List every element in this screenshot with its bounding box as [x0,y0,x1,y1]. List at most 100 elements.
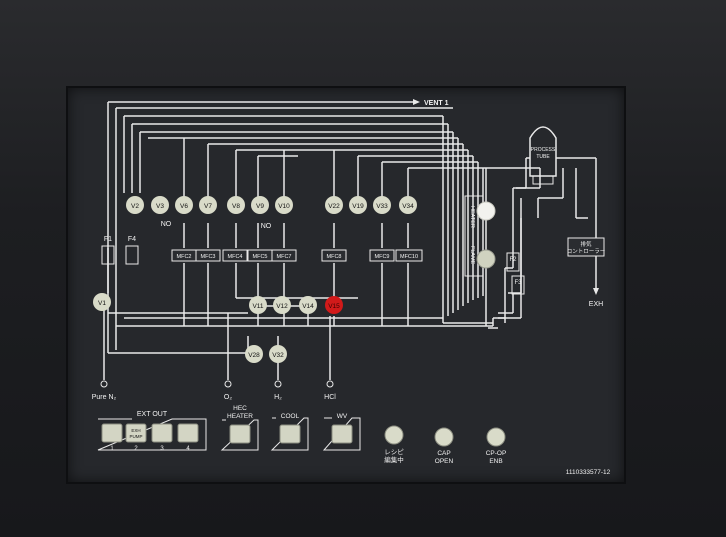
valve-v6[interactable] [175,196,193,214]
filter-f3-label: F3 [514,280,522,286]
valve-v9[interactable] [251,196,269,214]
mfc9-label: MFC9 [375,254,390,260]
valve-v3[interactable] [151,196,169,214]
serial-number: 1110333577-12 [566,469,611,476]
cap-label-1: CAP [437,450,450,457]
valve-v11[interactable] [249,296,267,314]
gas-inlets: Pure N₂ O₂ H₂ HCl [92,380,336,401]
cap-label-2: OPEN [435,458,454,465]
hec-heater-button[interactable] [229,424,251,444]
mfc5-label: MFC5 [253,254,268,260]
valve-v7[interactable] [199,196,217,214]
hec-label-1: HEC [233,405,247,412]
recipe-label-2: 編集中 [384,455,404,464]
ext-out-button-2[interactable] [125,423,147,443]
mfc10-label: MFC10 [400,254,418,260]
filter-f2 [506,252,520,272]
status-lamps: レシピ 編集中 CAP OPEN CP-OP ENB [384,425,507,465]
mfc4-label: MFC4 [228,254,243,260]
ext-out-button-4[interactable] [177,423,199,443]
filter-f2-label: F2 [509,257,517,263]
process-tube-icon [529,126,557,177]
valve-v12[interactable] [273,296,291,314]
ext-out-button-1[interactable] [101,423,123,443]
valve-v8[interactable] [227,196,245,214]
process-tube-label-2: TUBE [536,154,550,160]
wv-button[interactable] [331,424,353,444]
valve-v15[interactable] [325,296,343,314]
ext-out-frame [97,418,207,451]
pump-label-1: EXH [131,428,140,433]
flame-lamp [476,249,496,269]
mfc7-box [271,249,297,262]
cpop-label-1: CP-OP [486,450,507,457]
inlet-h2 [274,380,282,388]
mfc4-box [222,249,248,262]
valve-v1-label: V1 [98,300,106,307]
inlet-n2-label: Pure N₂ [92,394,117,401]
inlet-o2 [224,380,232,388]
ext-out-group: EXT OUT 1 EXH PUMP 2 3 4 [97,411,207,452]
top-valves: V2 V3 V6 V7 V8 V9 V10 V22 V19 V33 [126,196,417,214]
controller-label-2: コントローラー [567,248,606,255]
valve-v32-label: V32 [272,352,284,359]
mfc3-box [195,249,221,262]
valve-v10-label: V10 [278,203,290,210]
cpop-enb-lamp [486,427,506,447]
cpop-label-2: ENB [489,458,502,465]
hec-label-2: HEATER [227,413,253,420]
valve-v7-label: V7 [204,203,212,210]
valve-v11-label: V11 [252,303,263,310]
recipe-lamp [384,425,404,445]
valve-v9-label: V9 [256,203,264,210]
valve-v28[interactable] [245,345,263,363]
valve-v22[interactable] [325,196,343,214]
valve-v33[interactable] [373,196,391,214]
valve-v19[interactable] [349,196,367,214]
inlet-hcl [326,380,334,388]
valve-v2-label: V2 [131,203,139,210]
flame-label: FLAME [469,246,475,265]
heater-lamp [476,201,496,221]
mfc2-label: MFC2 [177,254,192,260]
inlet-h2-label: H₂ [274,394,282,401]
mfc3-label: MFC3 [201,254,216,260]
wv-group: WV [322,413,361,451]
valve-v34-label: V34 [402,203,414,210]
pump-label-2: PUMP [129,434,142,439]
filter-f1-label: F1 [104,236,112,243]
valve-v15-label: V15 [328,303,340,310]
valve-v10[interactable] [275,196,293,214]
exh-label: EXH [589,301,603,308]
inlet-hcl-label: HCl [324,394,336,401]
valve-v2[interactable] [126,196,144,214]
valve-v22-label: V22 [328,203,340,210]
valve-v14-label: V14 [302,303,314,310]
pipe-lines [103,99,599,380]
mfc7-label: MFC7 [277,254,292,260]
piping-diagram: PROCESS TUBE VENT 1 HEATER FLAME 排気 コントロ… [92,99,611,476]
ext-out-number-1: 1 [110,446,114,452]
ext-out-number-4: 4 [186,446,190,452]
inlet-o2-label: O₂ [224,394,232,401]
mfc10-box [395,249,423,262]
mfc8-label: MFC8 [327,254,342,260]
cool-label: COOL [281,413,300,420]
valve-v14[interactable] [299,296,317,314]
mfc9-box [369,249,395,262]
valve-v19-label: V19 [352,203,364,210]
valve-v34[interactable] [399,196,417,214]
valve-v32[interactable] [269,345,287,363]
cap-open-lamp [434,427,454,447]
filter-f1 [101,245,115,265]
heater-label: HEATER [469,206,475,228]
cool-button[interactable] [279,424,301,444]
control-panel: PROCESS TUBE VENT 1 HEATER FLAME 排気 コントロ… [66,86,626,484]
ext-out-button-3[interactable] [151,423,173,443]
valve-v1[interactable] [93,293,111,311]
tube-base [532,175,554,185]
valve-v28-label: V28 [248,352,260,359]
ext-out-number-2: 2 [134,446,138,452]
process-tube-label-1: PROCESS [531,147,556,153]
